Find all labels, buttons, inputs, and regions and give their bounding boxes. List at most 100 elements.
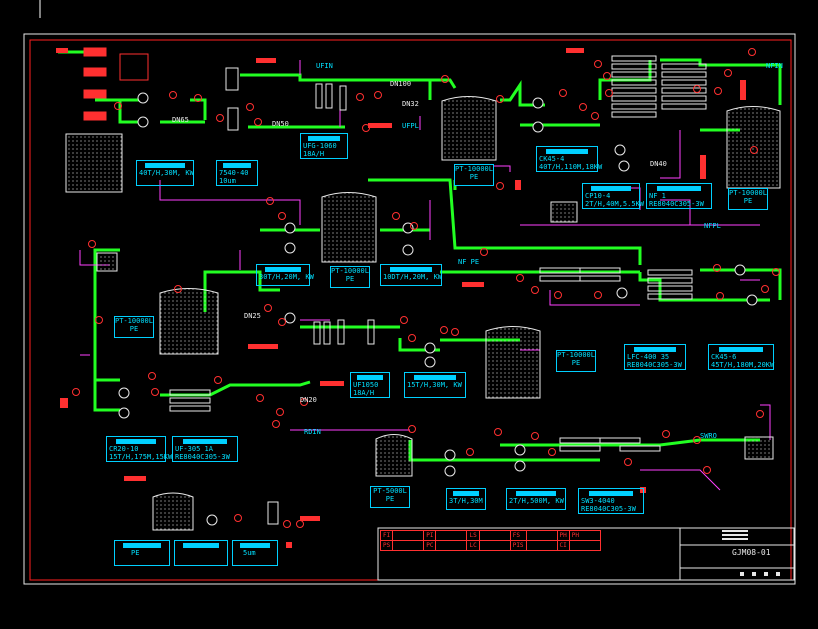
label-text: 15T/H,175M,15KW: [109, 453, 173, 461]
outer-frame: [23, 33, 796, 585]
tank-name: PT-10000L: [331, 267, 369, 275]
label-text: CR20-10: [109, 445, 139, 453]
label-text: 10DT/H,20M, KW: [383, 273, 443, 281]
label-text: 40T/H,110M,18KW: [539, 163, 603, 171]
tag-nfpl: NFPL: [704, 222, 721, 230]
legend-code: PC: [423, 540, 437, 551]
rack-bottom: [169, 389, 661, 452]
legend-desc: [435, 530, 468, 541]
legend-code: CI: [556, 540, 570, 551]
tank-material: PE: [385, 495, 395, 503]
label-nf-membrane: NF 1 RE8040C305-3W: [646, 183, 712, 209]
tag-dn20: DN20: [300, 396, 317, 404]
tank-material: PE: [469, 173, 479, 181]
label-cr20-pump: CR20-10 15T/H,175M,15KW: [106, 436, 173, 462]
label-text: 15T/H,30M, KW: [407, 381, 462, 389]
rack-top-right: [611, 55, 707, 118]
tag-nfin: NFIN: [766, 62, 783, 70]
label-text: 45T/H,180M,20KW: [711, 361, 775, 369]
label-text: UFG-1060: [303, 142, 337, 150]
rdin-tank: [375, 434, 413, 477]
label-uf305: UF-305 1A RE8040C305-3W: [172, 436, 238, 462]
label-text: 3T/H,30M: [449, 497, 483, 505]
label-text: 2T/H,500M, KW: [509, 497, 564, 505]
label-pump-100t: 10DT/H,20M, KW: [380, 264, 442, 286]
label-text: 2T/H,40M,5.5KW: [585, 200, 645, 208]
nf-product-tank: [485, 326, 541, 399]
tag-nfpe: NF PE: [458, 258, 480, 266]
chem-tank: [152, 492, 194, 531]
label-text: SW3-4040: [581, 497, 615, 505]
legend-desc: [478, 530, 511, 541]
label-uf-unit: UFG-1060 18A/H: [300, 133, 348, 159]
title-block-frame: [377, 527, 795, 581]
label-text: RE8040C305-3W: [649, 200, 704, 208]
label-sw3: SW3-4040 RE8040C305-3W: [578, 488, 644, 514]
tag-rdin: RDIN: [304, 428, 321, 436]
label-uf1050: UF1050 18A/H: [350, 372, 390, 398]
tag-dn65: DN65: [172, 116, 189, 124]
legend-desc: PH: [568, 530, 601, 541]
dosing-tank-2: [96, 252, 118, 272]
title-block-stamp: [722, 530, 780, 576]
tag-ufin: UFIN: [316, 62, 333, 70]
legend-code: PIS: [509, 540, 527, 551]
tag-dn40: DN40: [650, 160, 667, 168]
legend-desc: [525, 540, 558, 551]
label-pump-30t: 30T/H,20M, KW: [256, 264, 314, 286]
label-text: 30T/H,20M, KW: [259, 273, 314, 281]
dosing-tank-1: [550, 201, 578, 223]
tank-note-nf-product: PT-10000L PE: [556, 350, 596, 372]
label-clean-pump: CP10-4 2T/H,40M,5.5KW: [582, 183, 645, 209]
label-text: 10um: [219, 177, 236, 185]
dosing-tank-3: [744, 436, 774, 460]
tank-name: PT-10000L: [557, 351, 595, 359]
tank-note-rdin: PT-5000L PE: [370, 486, 410, 508]
label-lfc400: LFC-400 35 RE8040C305-3W: [624, 344, 686, 370]
tag-dn32: DN32: [402, 100, 419, 108]
tank-name: PT-5000L: [373, 487, 407, 495]
tag-dn25: DN25: [244, 312, 261, 320]
tank-note-nf: PT-10000L PE: [728, 188, 768, 210]
label-text: PE: [131, 549, 140, 557]
legend-desc: [478, 540, 511, 551]
pre-filters: [83, 47, 107, 121]
label-text: CP10-4: [585, 192, 611, 200]
cartridge-filters: [225, 67, 375, 525]
label-text: UF-305 1A: [175, 445, 213, 453]
legend-desc: [392, 530, 425, 541]
label-text: NF 1: [649, 192, 666, 200]
legend-desc: [392, 540, 425, 551]
nf-tank: [726, 106, 781, 189]
label-chem-filter: 5um: [232, 540, 278, 566]
tag-swro: SWRO: [700, 432, 717, 440]
membrane-stacks: [83, 47, 707, 525]
tank-material: PE: [571, 359, 581, 367]
pumps: [118, 92, 758, 526]
tag-ufpl: UFPL: [402, 122, 419, 130]
middle-tank: [321, 192, 377, 263]
label-chem-tank: PE: [114, 540, 170, 566]
label-text: RE8040C305-3W: [627, 361, 682, 369]
label-pump-15t: 15T/H,30M, KW: [404, 372, 466, 398]
legend-desc: [568, 540, 601, 551]
label-pump-3t: 3T/H,30M: [446, 488, 486, 510]
legend-code: PS: [379, 540, 394, 551]
label-text: 7540-40: [219, 169, 249, 177]
tank-name: PT-10000L: [115, 317, 153, 325]
tank-name: PT-10000L: [729, 189, 767, 197]
label-security-filter: 7540-40 10um: [216, 160, 258, 186]
legend-row: PS PC LC PIS CI: [379, 540, 601, 551]
main-pipes: [58, 50, 782, 462]
label-text: CK45-4: [539, 155, 565, 163]
label-ck45-6: CK45-6 45T/H,180M,20KW: [708, 344, 774, 370]
label-text: LFC-400 35: [627, 353, 670, 361]
label-text: 40T/H,30M, KW: [139, 169, 194, 177]
label-text: 18A/H: [353, 389, 375, 397]
label-text: RE8040C305-3W: [175, 453, 230, 461]
legend-code: FS: [509, 530, 527, 541]
